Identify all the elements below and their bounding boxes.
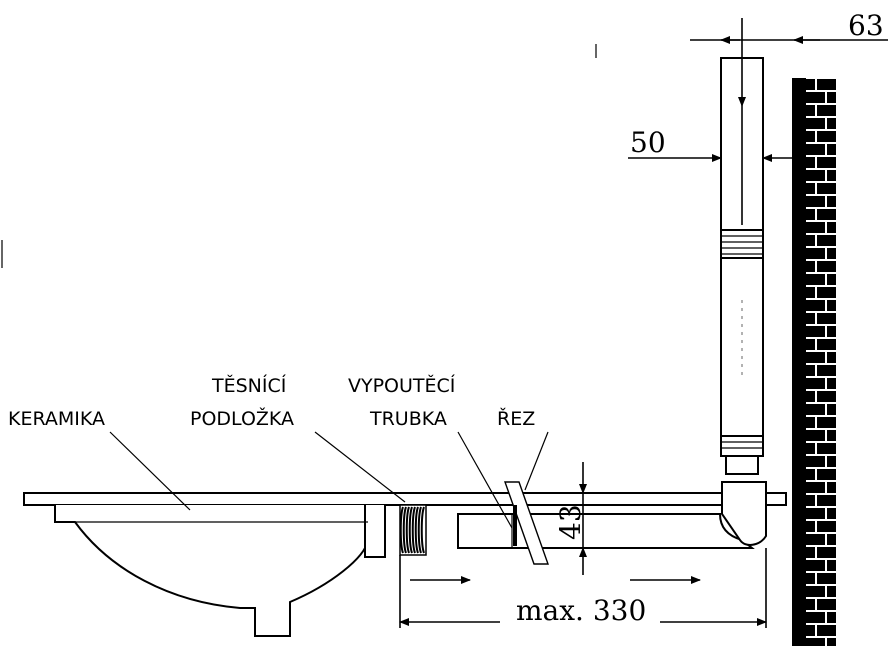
label-rez: ŘEZ bbox=[497, 407, 535, 430]
washer-coil bbox=[414, 506, 419, 554]
sealing-washer bbox=[399, 504, 427, 556]
ceramic-basin bbox=[54, 505, 386, 637]
label-tesnici-line1: TĚSNÍCÍ bbox=[211, 374, 287, 397]
leader-tesnici bbox=[314, 431, 406, 503]
brick-wall-body bbox=[792, 78, 836, 646]
dimension-max-330-text: max. 330 bbox=[516, 594, 646, 627]
washer-coil bbox=[411, 506, 416, 554]
dimension-max-330 bbox=[399, 548, 767, 628]
washer-coil bbox=[405, 506, 410, 554]
brick-wall bbox=[792, 77, 836, 646]
leader-vypouteci bbox=[457, 431, 513, 529]
leader-rez bbox=[524, 431, 549, 491]
label-vypouteci-line1: VYPOUTĚCÍ bbox=[348, 374, 456, 397]
spout-tube bbox=[457, 513, 755, 549]
washer-coil bbox=[402, 506, 407, 554]
washer-coil bbox=[408, 506, 413, 554]
washer-coil bbox=[420, 506, 425, 554]
label-tesnici-line2: PODLOŽKA bbox=[190, 407, 294, 430]
dimension-43-text: 43 bbox=[554, 504, 587, 540]
countertop-slab bbox=[23, 492, 787, 506]
leader-keramika bbox=[109, 431, 191, 511]
riser-pipe bbox=[720, 57, 767, 546]
dimension-63-text: 63 bbox=[848, 9, 884, 42]
washer-coil bbox=[399, 506, 404, 554]
dimension-50-text: 50 bbox=[630, 126, 666, 159]
section-cut-mark bbox=[504, 481, 549, 565]
dimension-63 bbox=[690, 18, 888, 225]
label-vypouteci-line2: TRUBKA bbox=[369, 408, 447, 430]
label-keramika: KERAMIKA bbox=[8, 408, 105, 430]
washer-coil bbox=[417, 506, 422, 554]
